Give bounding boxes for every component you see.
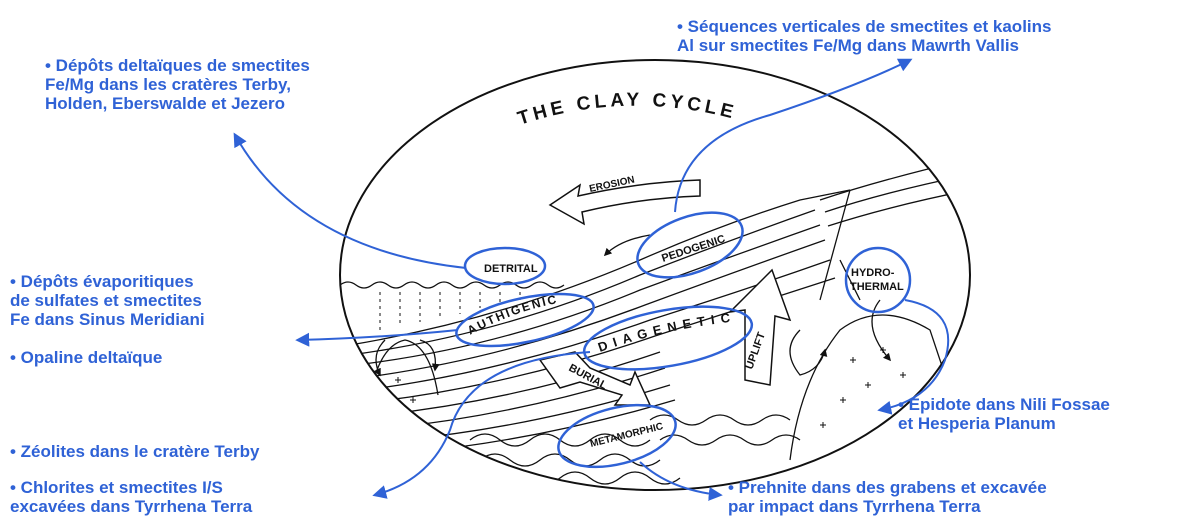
chlorites-annotation: • Chlorites et smectites I/S excavées da… — [10, 478, 252, 516]
prehnite-line2: par impact dans Tyrrhena Terra — [728, 497, 1047, 516]
hydrothermal-label-line1: HYDRO- — [851, 267, 895, 279]
detrital-label: DETRITAL — [484, 263, 538, 275]
mawrth-line2: Al sur smectites Fe/Mg dans Mawrth Valli… — [677, 36, 1051, 55]
hydrothermal-label-line2: THERMAL — [850, 281, 904, 293]
prehnite-line1: • Prehnite dans des grabens et excavée — [728, 478, 1047, 497]
deltaic-line3: Holden, Eberswalde et Jezero — [45, 94, 310, 113]
deltaic-annotation: • Dépôts deltaïques de smectites Fe/Mg d… — [45, 56, 310, 113]
evaporitic-line1: • Dépôts évaporitiques — [10, 272, 205, 291]
epidote-annotation: • Epidote dans Nili Fossae et Hesperia P… — [898, 395, 1110, 433]
evaporitic-annotation: • Dépôts évaporitiques de sulfates et sm… — [10, 272, 205, 329]
prehnite-annotation: • Prehnite dans des grabens et excavée p… — [728, 478, 1047, 516]
chlorites-line2: excavées dans Tyrrhena Terra — [10, 497, 252, 516]
deltaic-line1: • Dépôts deltaïques de smectites — [45, 56, 310, 75]
evaporitic-line3: Fe dans Sinus Meridiani — [10, 310, 205, 329]
zeolites-annotation: • Zéolites dans le cratère Terby — [10, 442, 259, 461]
mawrth-line1: • Séquences verticales de smectites et k… — [677, 17, 1051, 36]
deltaic-line2: Fe/Mg dans les cratères Terby, — [45, 75, 310, 94]
opaline-line1: • Opaline deltaïque — [10, 348, 162, 367]
evaporitic-line2: de sulfates et smectites — [10, 291, 205, 310]
epidote-line2: et Hesperia Planum — [898, 414, 1110, 433]
mawrth-annotation: • Séquences verticales de smectites et k… — [677, 17, 1051, 55]
opaline-annotation: • Opaline deltaïque — [10, 348, 162, 367]
epidote-line1: • Epidote dans Nili Fossae — [898, 395, 1110, 414]
zeolites-line1: • Zéolites dans le cratère Terby — [10, 442, 259, 461]
chlorites-line1: • Chlorites et smectites I/S — [10, 478, 252, 497]
